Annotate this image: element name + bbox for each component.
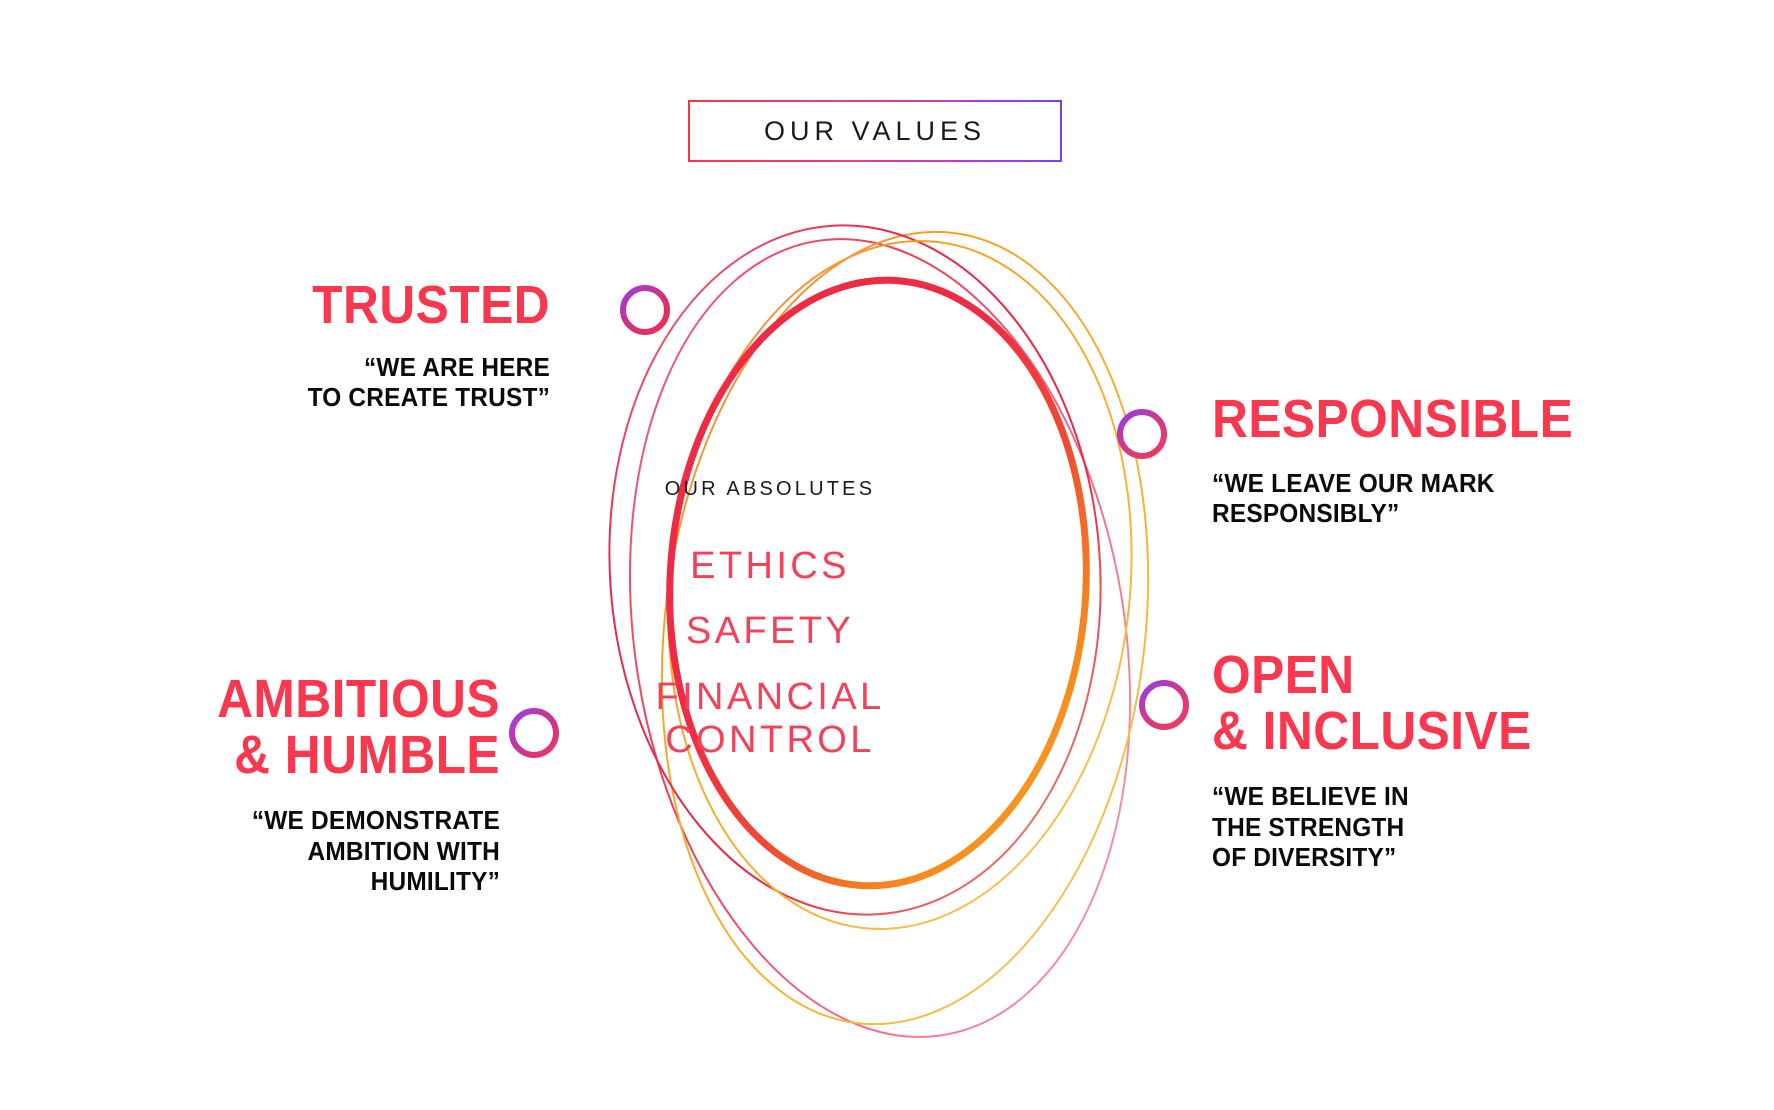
value-quote-trusted: “WE ARE HERE TO CREATE TRUST” [307, 351, 550, 413]
value-block-ambitious-humble: AMBITIOUS & HUMBLE “WE DEMONSTRATE AMBIT… [30, 669, 500, 897]
our-values-badge: OUR VALUES [688, 100, 1062, 162]
our-absolutes-heading: OUR ABSOLUTES [664, 478, 876, 500]
node-open-inclusive[interactable] [1139, 680, 1189, 730]
value-title-open-inclusive: OPEN & INCLUSIVE [1212, 645, 1532, 761]
absolute-item-safety: SAFETY [685, 610, 855, 653]
value-quote-open-inclusive: “WE BELIEVE IN THE STRENGTH OF DIVERSITY… [1212, 781, 1409, 873]
value-quote-ambitious-humble: “WE DEMONSTRATE AMBITION WITH HUMILITY” [251, 805, 500, 897]
our-values-badge-label: OUR VALUES [763, 115, 987, 146]
value-quote-responsible: “WE LEAVE OUR MARK RESPONSIBLY” [1212, 467, 1495, 529]
node-trusted[interactable] [620, 285, 670, 335]
node-ambitious-humble[interactable] [509, 708, 559, 758]
value-block-responsible: RESPONSIBLE “WE LEAVE OUR MARK RESPONSIB… [1212, 389, 1752, 529]
node-responsible[interactable] [1117, 409, 1167, 459]
absolute-item-ethics: ETHICS [690, 545, 850, 587]
value-block-trusted: TRUSTED “WE ARE HERE TO CREATE TRUST” [150, 275, 550, 413]
value-title-responsible: RESPONSIBLE [1212, 389, 1574, 449]
value-block-open-inclusive: OPEN & INCLUSIVE “WE BELIEVE IN THE STRE… [1212, 645, 1752, 873]
our-absolutes-group: OUR ABSOLUTES ETHICS SAFETY FINANCIAL CO… [625, 478, 915, 762]
absolute-item-financial-control: FINANCIAL CONTROL [655, 675, 885, 761]
value-title-trusted: TRUSTED [312, 275, 550, 335]
value-title-ambitious-humble: AMBITIOUS & HUMBLE [217, 669, 500, 785]
